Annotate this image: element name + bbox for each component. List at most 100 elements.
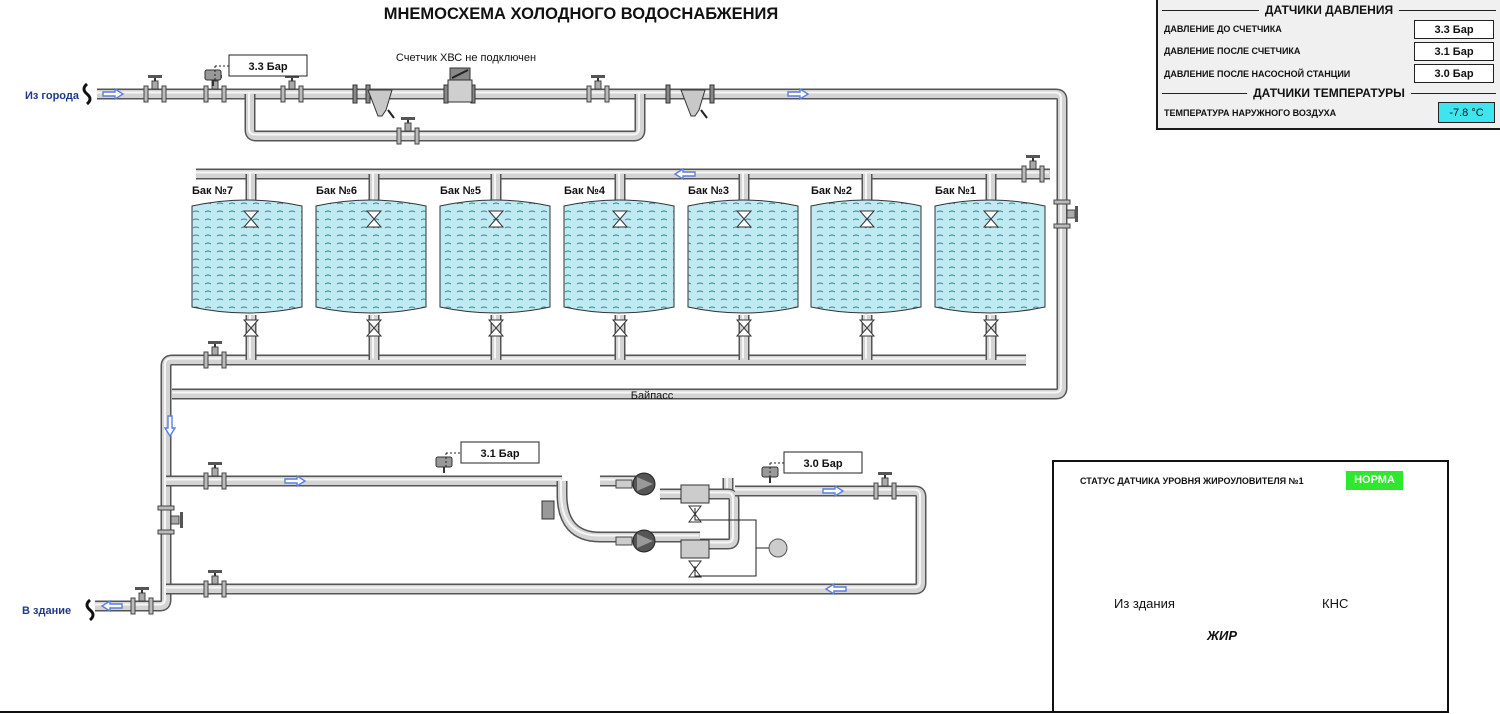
pressure-row-2-value: 3.1 Бар [1414, 42, 1494, 61]
tank-valve-icon [487, 319, 505, 337]
pressure-sensor-icon[interactable] [204, 69, 222, 86]
flow-arrows [100, 87, 847, 613]
pump-suction-line [165, 475, 562, 487]
tank-valve-icon [365, 210, 383, 228]
pressure-section-title: ДАТЧИКИ ДАВЛЕНИЯ [1258, 3, 1400, 17]
tank-label: Бак №4 [564, 185, 606, 197]
gate-valve-icon[interactable] [873, 472, 897, 500]
tank-label: Бак №7 [192, 185, 233, 197]
outlet-label: В здание [22, 605, 71, 617]
pressure-row-3-value: 3.0 Бар [1414, 64, 1494, 83]
fittings [130, 67, 1078, 615]
pump-branch-lower [556, 479, 700, 543]
inlet-break-icon [82, 82, 92, 106]
gate-valve-icon[interactable] [130, 587, 154, 615]
tank-valve-icon [242, 319, 260, 337]
temperature-section-header: ДАТЧИКИ ТЕМПЕРАТУРЫ [1162, 86, 1496, 100]
pressure-row-1-label: ДАВЛЕНИЕ ДО СЧЕТЧИКА [1164, 24, 1282, 34]
pressure-section-header: ДАТЧИКИ ДАВЛЕНИЯ [1162, 3, 1496, 17]
tank-label: Бак №6 [316, 185, 357, 197]
meter-bypass-line [244, 92, 646, 142]
gauge-p3[interactable]: 3.0 Бар [783, 451, 863, 474]
gauge-p2-value: 3.1 Бар [480, 448, 519, 460]
tank-valve-icon [487, 210, 505, 228]
gauge-p3-value: 3.0 Бар [803, 458, 842, 470]
gate-valve-icon[interactable] [396, 117, 420, 145]
flow-arrow-icon [824, 582, 847, 596]
storage-tank[interactable]: Бак №1 [934, 185, 1046, 337]
flow-arrow-icon [284, 474, 307, 488]
temperature-section-title: ДАТЧИКИ ТЕМПЕРАТУРЫ [1247, 86, 1411, 100]
tank-header-line [195, 168, 1050, 180]
flow-arrow-icon [102, 87, 125, 101]
gate-valve-icon[interactable] [1021, 155, 1045, 183]
gauge-p1-value: 3.3 Бар [248, 61, 287, 73]
tank-label: Бак №5 [440, 185, 481, 197]
tank-valve-icon [611, 319, 629, 337]
sensors-panel: ДАТЧИКИ ДАВЛЕНИЯ ДАВЛЕНИЕ ДО СЧЕТЧИКА 3.… [1156, 0, 1500, 130]
water-meter-icon[interactable] [447, 67, 473, 103]
pump-bypass-valve-icon[interactable] [541, 500, 555, 520]
tank-valve-icon [735, 210, 753, 228]
pump-icon[interactable] [615, 529, 656, 553]
storage-tank[interactable]: Бак №2 [810, 185, 922, 337]
tank-label: Бак №3 [688, 185, 729, 197]
page-title: МНЕМОСХЕМА ХОЛОДНОГО ВОДОСНАБЖЕНИЯ [384, 5, 779, 23]
outlet-break-icon [85, 598, 95, 622]
tank-valve-icon [982, 210, 1000, 228]
strainer-icon [367, 89, 393, 117]
pressure-tank-icon [768, 538, 788, 558]
storage-tank[interactable]: Бак №7 [191, 185, 303, 337]
grease-trap-status-badge: НОРМА [1346, 471, 1403, 490]
storage-tank[interactable]: Бак №6 [315, 185, 427, 337]
pipe-network [94, 88, 1068, 612]
flow-arrow-icon [822, 484, 845, 498]
tank-valve-icon [365, 319, 383, 337]
temperature-value: -7.8 °C [1438, 102, 1495, 123]
pressure-row-1-value: 3.3 Бар [1414, 20, 1494, 39]
flange-icon [709, 84, 715, 104]
meter-status-label: Счетчик ХВС не подключен [396, 52, 536, 64]
gate-valve-icon[interactable] [586, 75, 610, 103]
grease-trap-title: СТАТУС ДАТЧИКА УРОВНЯ ЖИРОУЛОВИТЕЛЯ №1 [1080, 476, 1304, 486]
gate-valve-icon[interactable] [143, 75, 167, 103]
flange-icon [352, 84, 358, 104]
flow-arrow-icon [163, 415, 177, 438]
tank-label: Бак №1 [935, 185, 976, 197]
gate-valve-icon[interactable] [203, 462, 227, 490]
tank-valve-icon [611, 210, 629, 228]
tank-valve-icon [858, 210, 876, 228]
storage-tank[interactable]: Бак №5 [439, 185, 551, 337]
main-line [96, 88, 1068, 400]
flange-icon [443, 84, 449, 104]
gauge-p2[interactable]: 3.1 Бар [460, 441, 540, 464]
tank-label: Бак №2 [811, 185, 852, 197]
storage-tank[interactable]: Бак №3 [687, 185, 799, 337]
grease-trap-panel: СТАТУС ДАТЧИКА УРОВНЯ ЖИРОУЛОВИТЕЛЯ №1 Н… [1052, 460, 1449, 713]
strainer-icon [680, 89, 706, 117]
bottom-border [0, 711, 1052, 713]
flange-icon [665, 84, 671, 104]
pressure-row-3-label: ДАВЛЕНИЕ ПОСЛЕ НАСОСНОЙ СТАНЦИИ [1164, 69, 1351, 79]
pressure-row-2-label: ДАВЛЕНИЕ ПОСЛЕ СЧЕТЧИКА [1164, 46, 1301, 56]
temperature-label: ТЕМПЕРАТУРА НАРУЖНОГО ВОЗДУХА [1164, 108, 1337, 118]
bypass-label: Байпасс [631, 390, 674, 402]
storage-tank[interactable]: Бак №4 [563, 185, 675, 337]
return-line [165, 485, 927, 595]
flow-arrow-icon [787, 87, 810, 101]
tank-group: Бак №7 Бак №6 Бак №5 Бак №4 Бак №3 Бак №2 Бак … [191, 185, 1046, 337]
tank-valve-icon [735, 319, 753, 337]
pump-icon[interactable] [615, 472, 656, 496]
tank-valve-icon [858, 319, 876, 337]
tank-valve-icon [242, 210, 260, 228]
gate-valve-icon[interactable] [203, 570, 227, 598]
flow-arrow-icon [100, 599, 123, 613]
gauge-p1[interactable]: 3.3 Бар [228, 54, 308, 77]
gate-valve-icon[interactable] [1053, 199, 1078, 229]
tank-valve-icon [982, 319, 1000, 337]
gate-valve-icon[interactable] [157, 505, 183, 535]
pump-loop [699, 488, 740, 550]
gate-valve-icon[interactable] [203, 341, 227, 369]
pressure-sensor-icon[interactable] [435, 456, 453, 473]
flow-arrow-icon [673, 167, 696, 181]
